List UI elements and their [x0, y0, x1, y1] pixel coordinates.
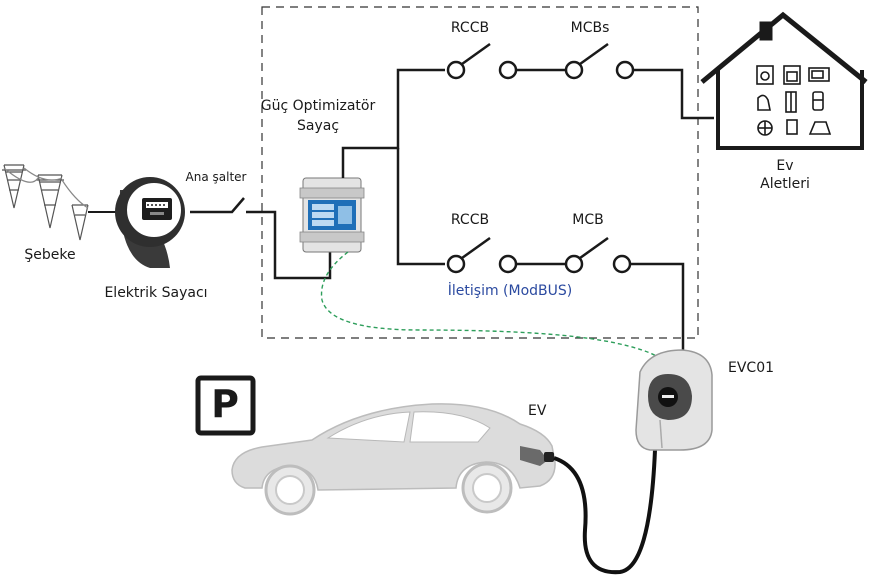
ev-label: EV	[528, 403, 547, 419]
mcb-bottom-symbol	[564, 236, 632, 274]
charging-cable	[553, 449, 657, 575]
main-switch-label: Ana şalter	[185, 170, 247, 184]
main-switch-symbol	[220, 197, 332, 280]
mcb-to-charger-wire	[630, 262, 685, 352]
mcb-bottom-label: MCB	[572, 212, 604, 228]
parking-sign-letter: P	[211, 382, 239, 426]
power-optimizer-label-line1: Güç Optimizatör	[260, 98, 376, 114]
mcbs-top-label: MCBs	[570, 20, 610, 36]
charging-connector-icon	[520, 446, 554, 466]
electric-meter-label: Elektrik Sayacı	[104, 285, 208, 301]
power-optimizer-label-line2: Sayaç	[296, 118, 340, 134]
house-icon	[700, 11, 868, 150]
parking-sign-icon	[195, 375, 256, 436]
appliances-label-line2: Aletleri	[760, 176, 810, 192]
distribution-board-dashed-border	[261, 6, 699, 339]
electric-car-icon	[231, 403, 556, 516]
grid-label: Şebeke	[24, 247, 76, 263]
modbus-link-line	[320, 251, 666, 363]
mcbs-top-symbol	[564, 42, 635, 80]
rccb-top-label: RCCB	[450, 20, 490, 36]
wall-charger-icon	[635, 349, 713, 451]
appliances-label-line1: Ev	[776, 158, 794, 174]
mcbs-to-house-wire	[633, 68, 714, 120]
communication-label: İletişim (ModBUS)	[447, 283, 573, 299]
charger-label: EVC01	[728, 360, 775, 376]
electric-meter-icon	[115, 177, 185, 268]
rccb-bottom-label: RCCB	[450, 212, 490, 228]
rccb-top-symbol	[446, 42, 566, 80]
bus-to-bottom-branch-wire	[396, 148, 445, 266]
rccb-bottom-symbol	[446, 236, 566, 274]
power-optimizer-meter-icon	[299, 177, 365, 253]
optimizer-to-bus-wire	[341, 68, 445, 178]
power-pylon-icon	[2, 164, 89, 241]
